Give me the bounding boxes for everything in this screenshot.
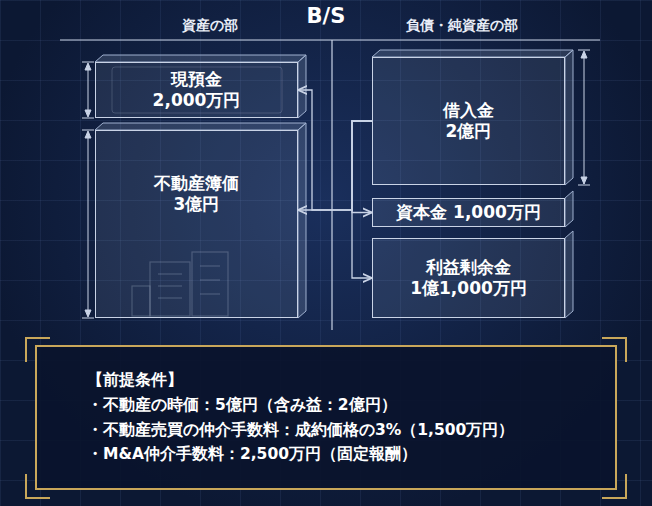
flow-connector: [298, 90, 372, 210]
box-text: 資本金 1,000万円: [396, 202, 541, 223]
box-text: 2億円: [446, 121, 492, 142]
equity-box: 利益剰余金1億1,000万円: [372, 238, 565, 318]
flow-connector: [352, 121, 372, 278]
dimension-bracket: [82, 50, 590, 318]
header-rule: [60, 39, 600, 40]
flow-connector: [352, 121, 372, 213]
equity-box: 資本金 1,000万円: [372, 198, 565, 227]
flow-connector: [298, 121, 372, 210]
condition-item: ・M&A仲介手数料：2,500万円（固定報酬）: [87, 442, 417, 467]
box-text: 借入金: [443, 100, 494, 121]
box-text: 利益剰余金: [426, 257, 511, 278]
liability-box: 借入金2億円: [372, 57, 565, 185]
box-text: 3億円: [174, 194, 220, 215]
asset-box: 不動産簿価3億円: [95, 130, 298, 318]
box-text: 現預金: [171, 69, 222, 90]
center-divider: [331, 40, 332, 330]
condition-item: ・不動産の時価：5億円（含み益：2億円）: [87, 393, 397, 418]
asset-box: 現預金2,000万円: [95, 62, 298, 118]
box-text: 2,000万円: [153, 90, 241, 111]
section-heading: 資産の部: [182, 17, 238, 35]
section-heading: 負債・純資産の部: [406, 17, 518, 35]
box-faces: [95, 50, 573, 318]
panel-heading: 【前提条件】: [87, 368, 183, 393]
condition-item: ・不動産売買の仲介手数料：成約価格の3%（1,500万円）: [87, 418, 514, 443]
box-text: 1億1,000万円: [410, 278, 527, 299]
condition-panel: 【前提条件】・不動産の時価：5億円（含み益：2億円）・不動産売買の仲介手数料：成…: [35, 345, 617, 490]
box-text: 不動産簿価: [154, 173, 239, 194]
diagram-title: B/S: [307, 4, 346, 28]
corner-ornament: [26, 338, 626, 498]
